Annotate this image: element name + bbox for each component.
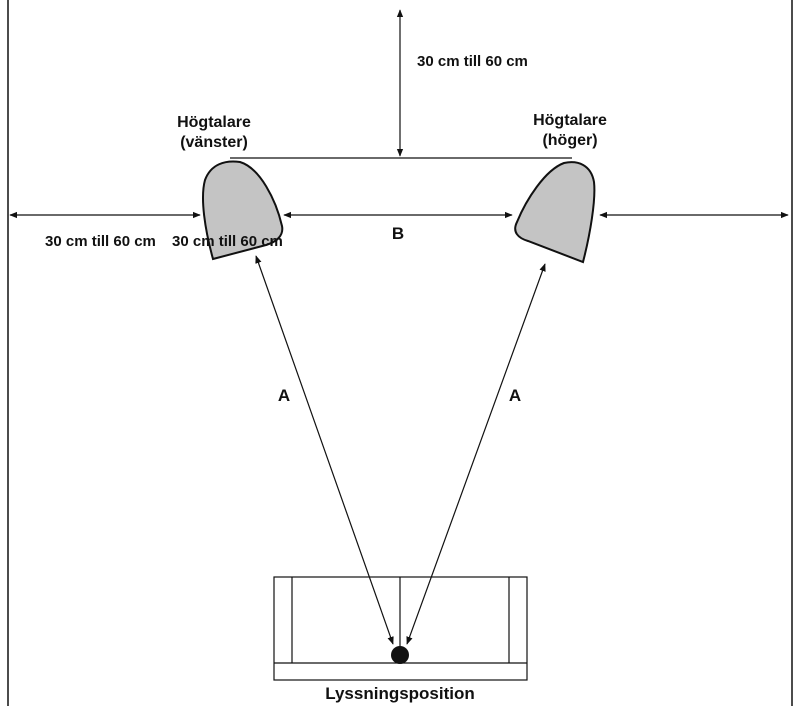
listening-position-label: Lyssningsposition <box>325 684 475 703</box>
left-listening-distance-arrow <box>255 255 394 645</box>
couch-icon <box>273 576 528 681</box>
right-listening-distance-arrow <box>406 263 546 645</box>
left-speaker-title: Högtalare <box>177 114 251 131</box>
listener-dot <box>391 646 409 664</box>
distance-a-right-label: A <box>509 386 521 405</box>
right-speaker-title: Högtalare <box>533 112 607 129</box>
distance-a-left-label: A <box>278 386 290 405</box>
left-speaker-subtitle: (vänster) <box>180 134 248 151</box>
side-gap-left-label: 30 cm till 60 cm <box>45 233 156 250</box>
right-speaker-subtitle: (höger) <box>542 132 597 149</box>
distance-b-label: B <box>392 224 404 243</box>
left-speaker-icon <box>202 160 284 261</box>
top-gap-label: 30 cm till 60 cm <box>417 53 528 70</box>
side-gap-mid-label: 30 cm till 60 cm <box>172 233 283 250</box>
right-speaker-icon <box>514 161 596 264</box>
